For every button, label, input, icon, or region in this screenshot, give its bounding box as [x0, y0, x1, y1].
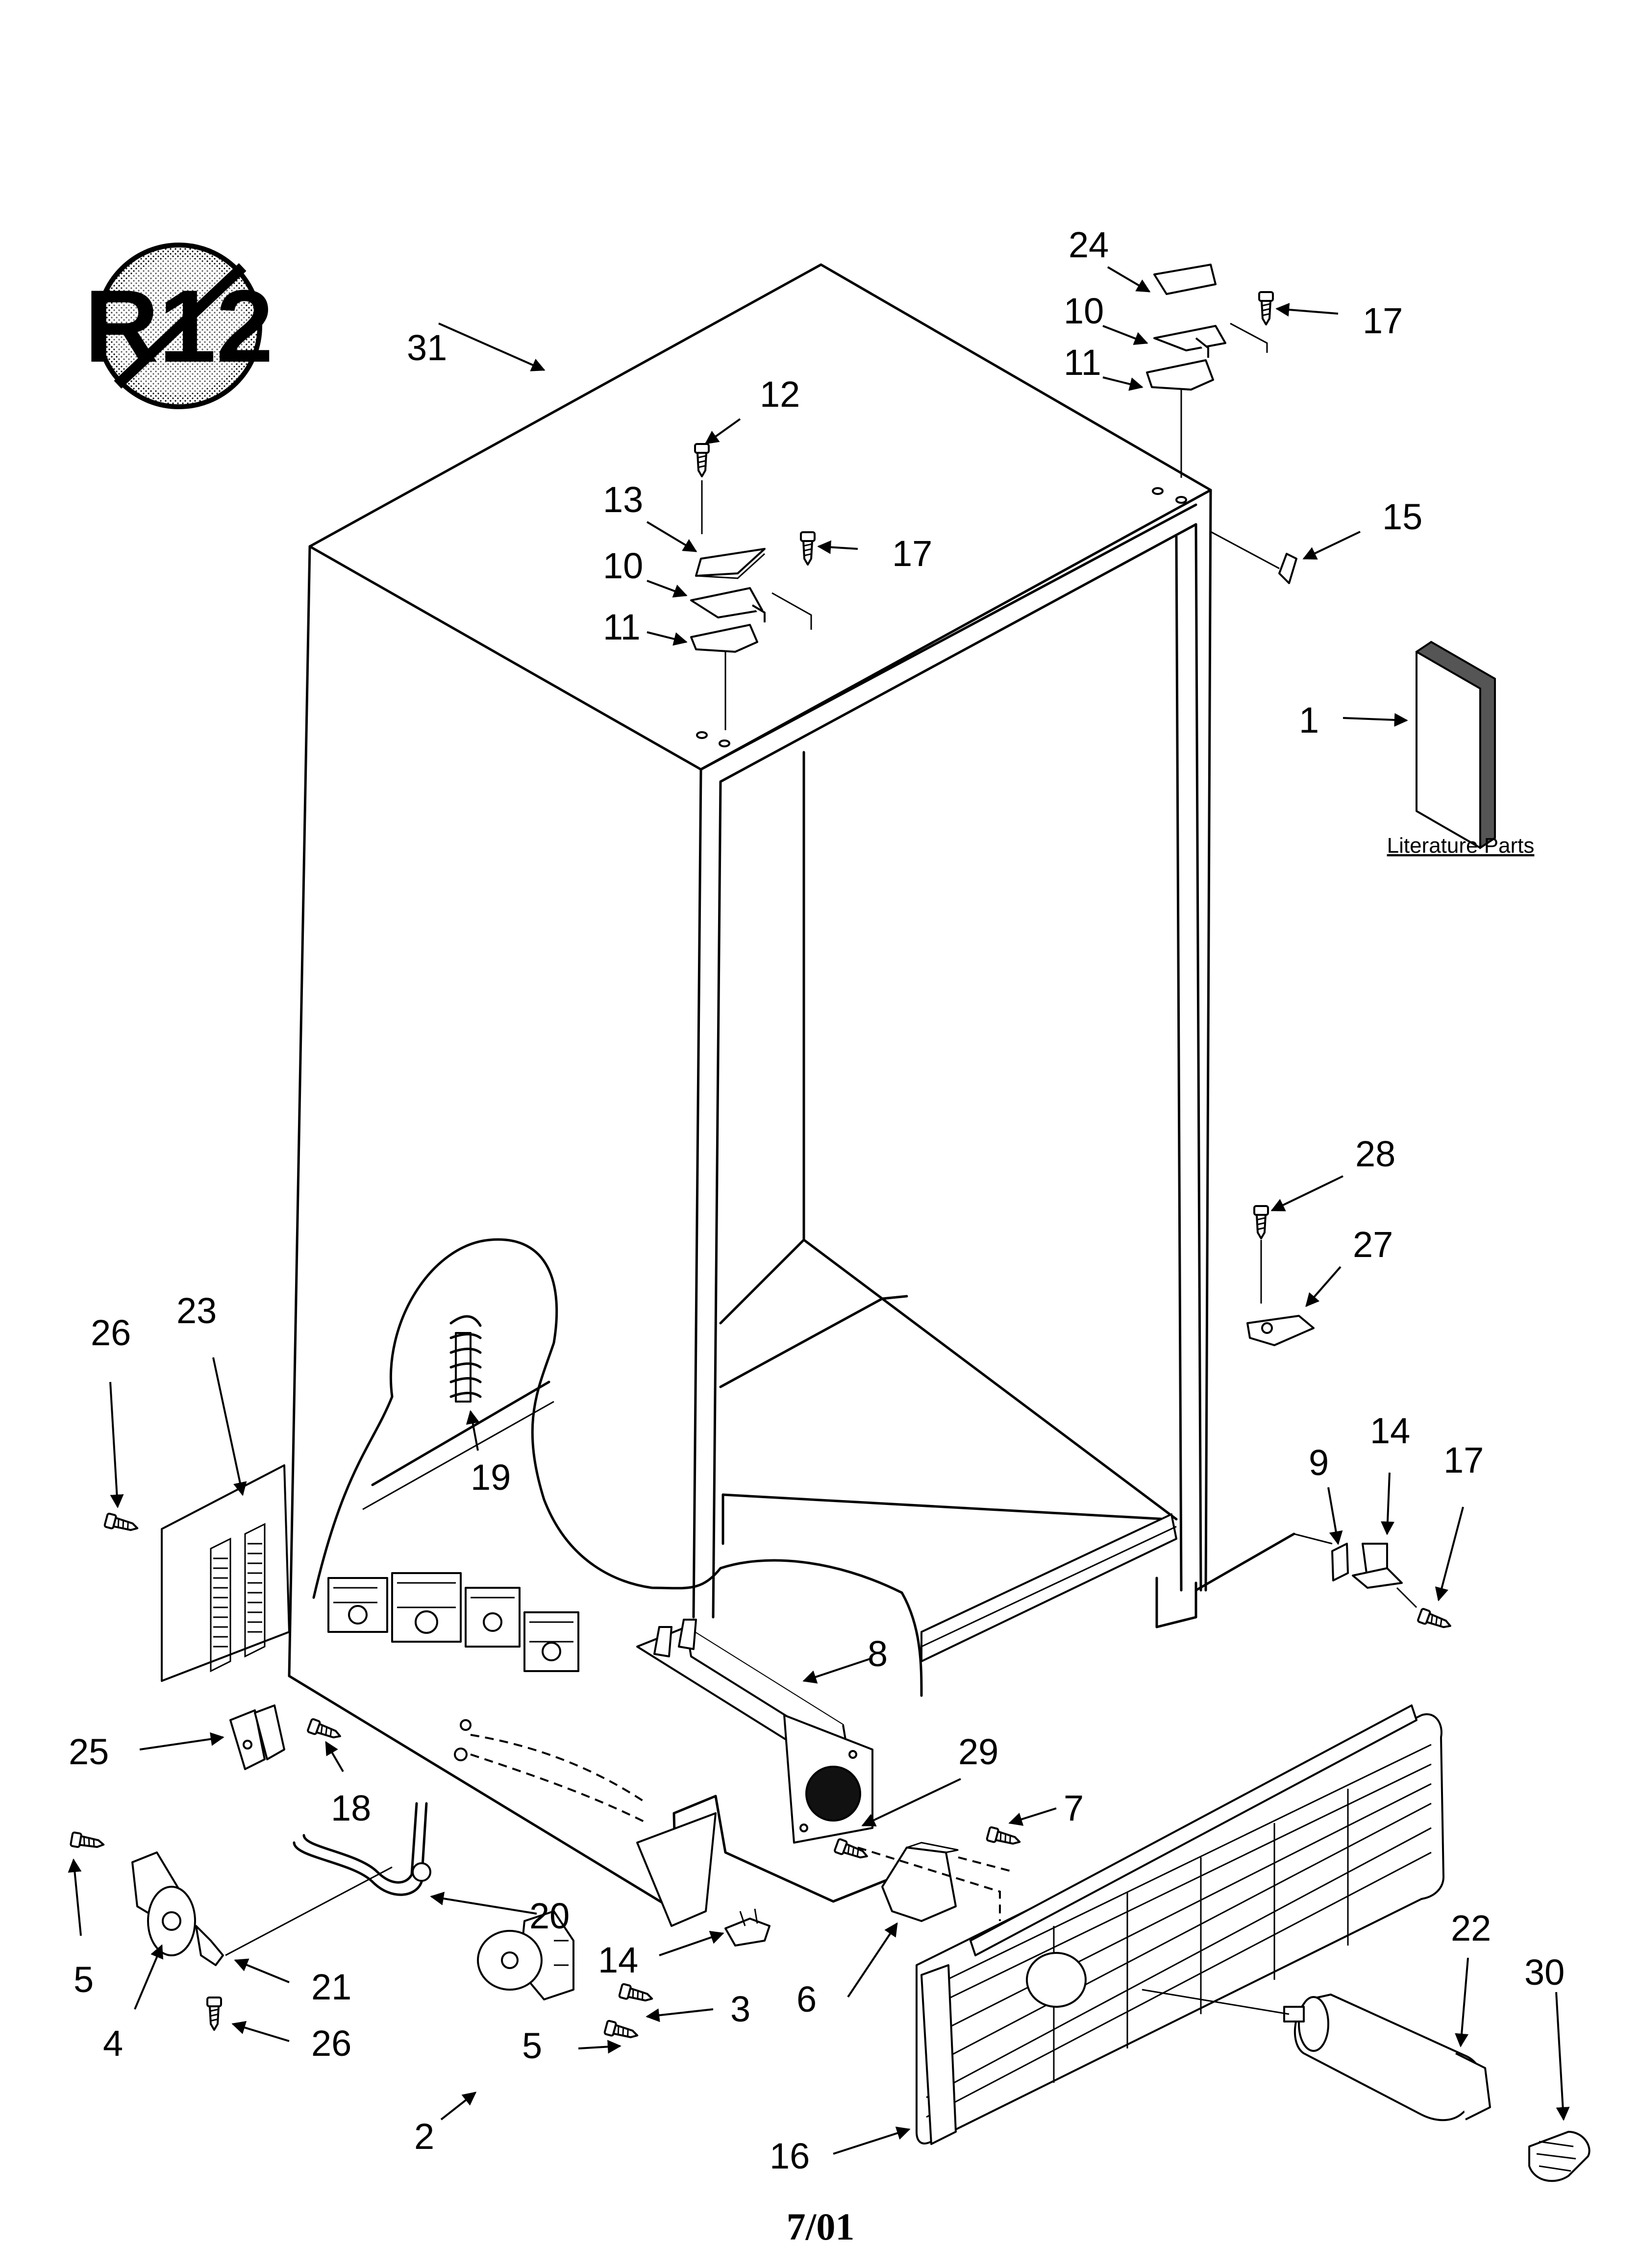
callout-13: 13: [603, 479, 643, 520]
callout-21: 21: [311, 1967, 351, 2007]
literature-parts-booklet: Literature Parts: [1387, 641, 1535, 858]
coil-spring-19: [449, 1315, 482, 1403]
callout-10-right: 10: [1064, 291, 1104, 331]
callout-14-bottom: 14: [598, 1940, 638, 1980]
callout-23: 23: [176, 1290, 217, 1331]
callout-30: 30: [1524, 1952, 1565, 1993]
callout-10-left: 10: [603, 545, 643, 586]
callout-14-right: 14: [1370, 1410, 1410, 1451]
callout-6: 6: [796, 1979, 817, 2020]
callout-29: 29: [958, 1731, 998, 1772]
water-tank-duct-8: [636, 1619, 873, 1844]
callout-labels: 31 12 13 10 11 17 24 10 11 17 15 1 28 27…: [69, 224, 1565, 2176]
filter-cap-30: [1528, 2131, 1591, 2182]
bracket-25: [229, 1704, 285, 1770]
screw-29: [833, 1838, 870, 1864]
callout-2: 2: [414, 2116, 434, 2157]
literature-parts-label: Literature Parts: [1387, 834, 1535, 858]
roller-assembly-4: [69, 1831, 393, 2031]
drain-tube-20: [293, 1802, 428, 1896]
callout-4: 4: [103, 2023, 123, 2064]
callout-5-right: 5: [522, 2025, 542, 2066]
page-date: 7/01: [787, 2205, 855, 2248]
callout-11-right: 11: [1064, 342, 1101, 383]
callout-8: 8: [868, 1633, 888, 1674]
callout-31: 31: [407, 327, 447, 368]
electrical-panel-23: [103, 1464, 290, 1682]
callout-18: 18: [331, 1788, 371, 1828]
callout-24: 24: [1069, 224, 1109, 265]
callout-15: 15: [1382, 496, 1422, 537]
callout-19: 19: [471, 1457, 511, 1498]
callout-9: 9: [1309, 1442, 1329, 1483]
lower-hinge-27: [1246, 1205, 1315, 1346]
hinge-pin-assembly-right: [1293, 1533, 1454, 1633]
top-hinge-left-assembly: [690, 443, 816, 747]
callout-27: 27: [1353, 1224, 1393, 1265]
cabinet-shell: [288, 263, 1295, 1913]
cutaway-machine-compartment: [312, 1238, 923, 1927]
relay-components: [327, 1572, 579, 1672]
top-hinge-right-assembly: [1146, 264, 1274, 504]
callout-11-left: 11: [603, 607, 641, 647]
callout-17-top-right: 17: [1363, 300, 1403, 341]
callout-28: 28: [1355, 1134, 1395, 1174]
clip-15: [1278, 553, 1297, 584]
bracket-6: [881, 1842, 959, 1922]
callout-5-left: 5: [74, 1959, 94, 2000]
callout-20: 20: [529, 1896, 570, 1936]
screw-18: [306, 1718, 344, 1744]
no-r12-symbol: R12: [84, 243, 274, 409]
roller-assembly-2: [477, 1910, 655, 2043]
callout-12: 12: [760, 374, 800, 415]
water-filter-22: [1142, 1989, 1491, 2121]
callout-25: 25: [69, 1731, 109, 1772]
callout-1: 1: [1299, 700, 1319, 740]
callout-3: 3: [730, 1989, 750, 2029]
screw-7: [985, 1825, 1022, 1849]
callout-17-top-left: 17: [892, 533, 932, 574]
bracket-14-bottom: [724, 1918, 771, 1947]
base-grille-16: [916, 1704, 1444, 2145]
callout-26-top: 26: [91, 1312, 131, 1353]
callout-7: 7: [1064, 1788, 1084, 1828]
callout-22: 22: [1451, 1908, 1491, 1948]
callout-17-bottom: 17: [1443, 1440, 1484, 1480]
callout-16: 16: [770, 2136, 810, 2176]
callout-26-bottom: 26: [311, 2023, 351, 2064]
callout-leaders: [68, 266, 1570, 2155]
